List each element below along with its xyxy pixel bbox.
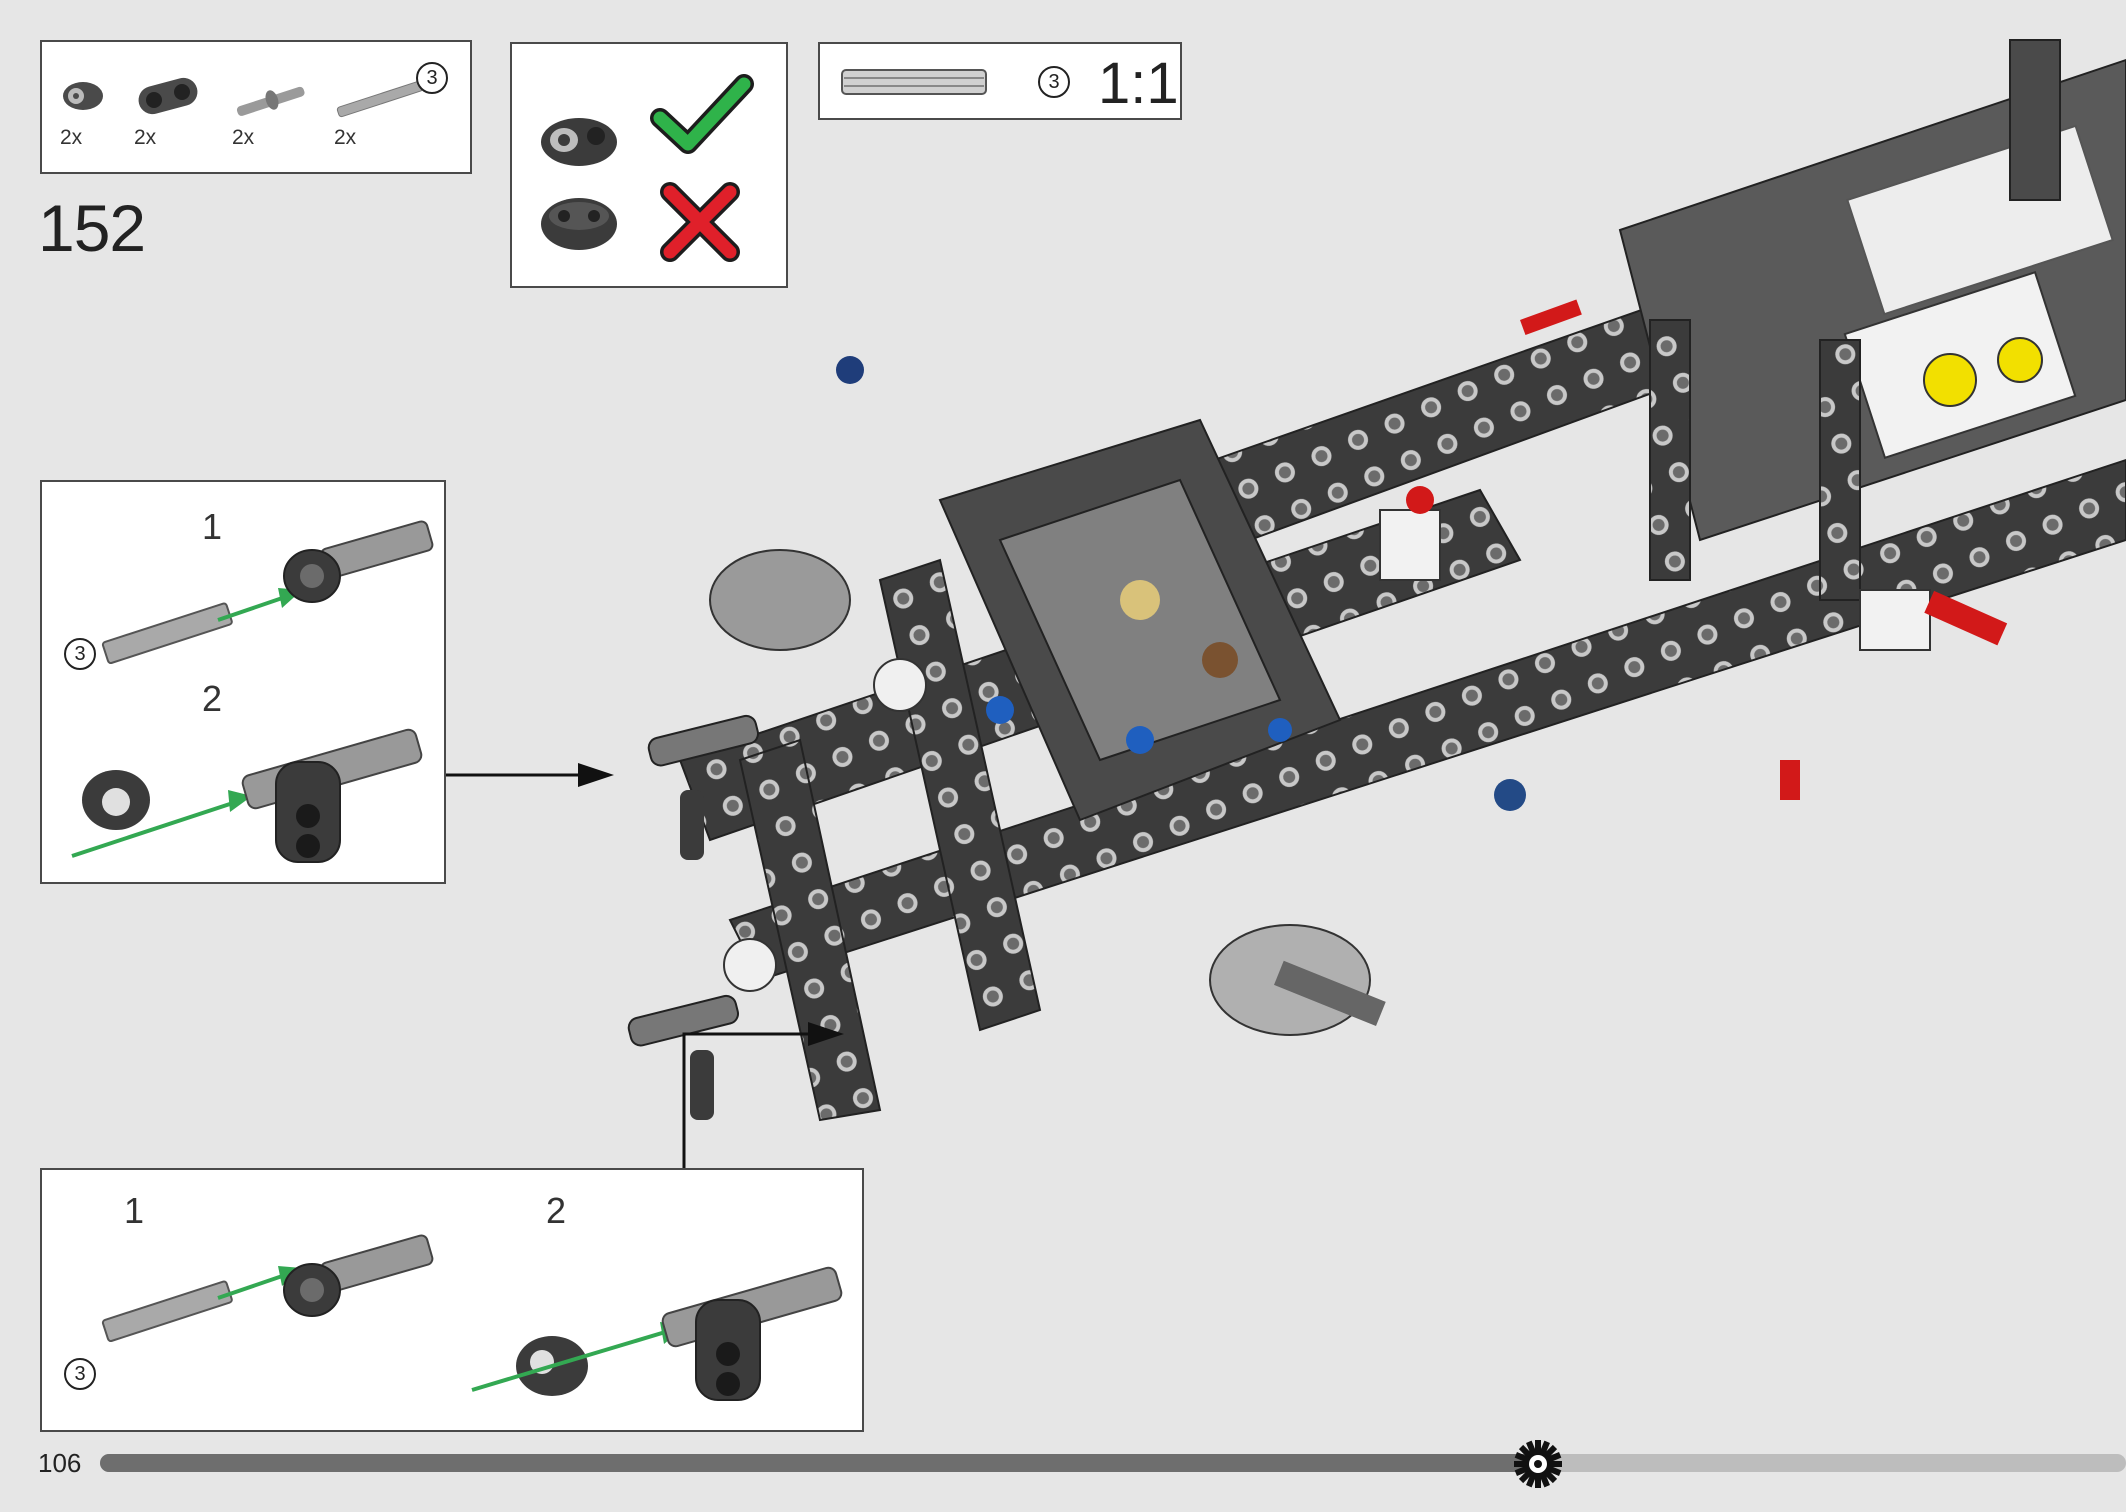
connector-wrong-orientation-icon xyxy=(541,198,617,250)
parts-list-box: 2x 2x 2x 2x 3 xyxy=(40,40,472,174)
liftarm-double-icon xyxy=(138,77,198,115)
checkmark-icon xyxy=(650,74,754,154)
axle-3-icon xyxy=(336,80,424,118)
substep-number-2: 2 xyxy=(202,678,223,719)
substep-number-1: 1 xyxy=(202,506,223,547)
part-length-badge: 3 xyxy=(416,62,448,94)
substep-number-1-bottom: 1 xyxy=(124,1190,145,1231)
axle-pin-part-icon-bottom xyxy=(283,1234,434,1317)
cross-icon xyxy=(660,182,740,262)
scale-ratio: 1:1 xyxy=(1098,51,1179,116)
axle-pin-part-icon xyxy=(283,520,434,603)
callout-arrow-bottom xyxy=(682,1022,844,1170)
part-qty-3: 2x xyxy=(232,126,255,149)
axle-3-full-size-icon xyxy=(841,69,987,95)
axle-connector-round-icon xyxy=(63,82,103,110)
axle-pin-icon xyxy=(236,86,305,116)
callout-arrow-top xyxy=(446,763,614,787)
orientation-callout xyxy=(510,42,788,288)
scale-callout: 3 1:1 xyxy=(818,42,1182,120)
axle-length-badge: 3 xyxy=(64,638,96,670)
liftarm-with-pin-part-icon xyxy=(241,728,423,863)
main-assembly-illustration xyxy=(627,39,2126,1122)
progress-gear-icon xyxy=(1514,1440,1562,1488)
part-qty-4: 2x xyxy=(334,126,357,149)
step-number: 152 xyxy=(38,191,146,265)
connector-correct-orientation-icon xyxy=(541,118,617,166)
page-number: 106 xyxy=(38,1448,82,1478)
axle-length-badge-bottom: 3 xyxy=(64,1358,96,1390)
substep-number-2-bottom: 2 xyxy=(546,1190,567,1231)
scale-length-badge: 3 xyxy=(1038,66,1070,98)
liftarm-with-pin-part-icon-bottom xyxy=(661,1266,843,1401)
part-qty-1: 2x xyxy=(60,126,83,149)
subassembly-callout-bottom: 1 3 2 xyxy=(40,1168,864,1432)
part-qty-2: 2x xyxy=(134,126,157,149)
progress-bar-fill xyxy=(100,1454,1538,1472)
subassembly-callout-top: 1 3 2 xyxy=(40,480,446,884)
axle-connector-part-icon xyxy=(71,770,252,858)
axle-3-part-icon-bottom xyxy=(101,1266,302,1343)
axle-3-part-icon xyxy=(101,588,302,665)
